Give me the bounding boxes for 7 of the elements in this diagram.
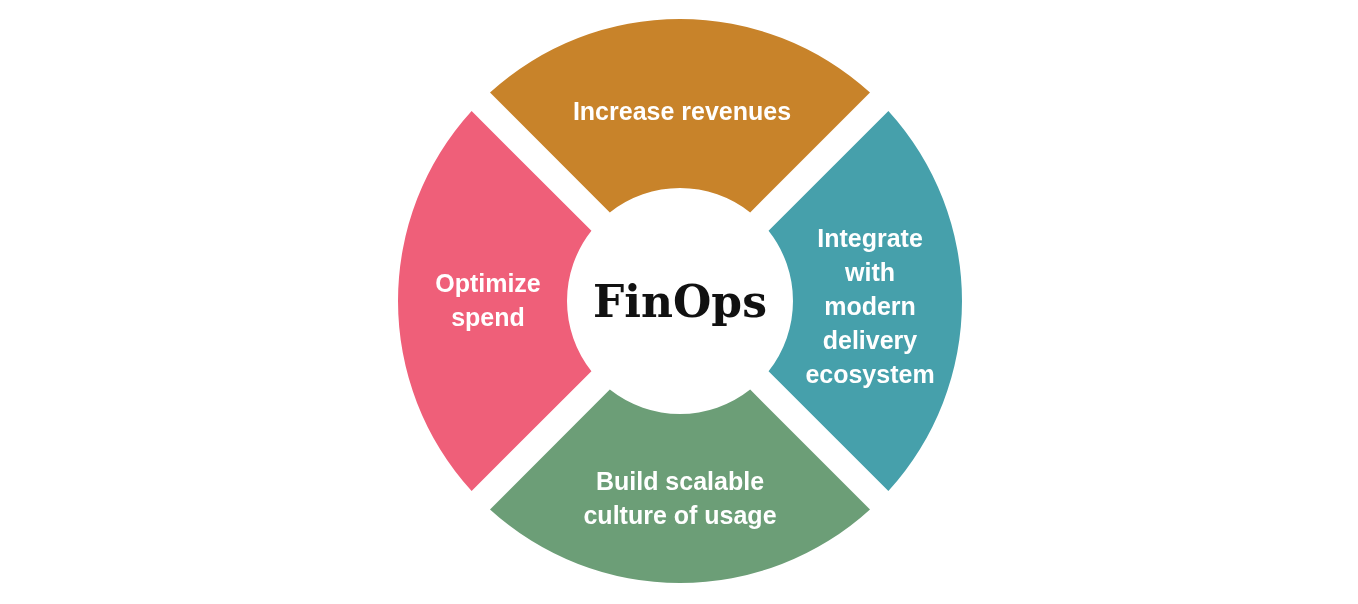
segment-label: Optimize spend bbox=[434, 268, 542, 333]
segment-label: Build scalable culture of usage bbox=[582, 466, 778, 531]
ring-segment bbox=[490, 19, 870, 213]
ring-segment bbox=[490, 389, 870, 583]
segment-label: Integrate with modern delivery ecosystem bbox=[804, 223, 936, 390]
segment-label: Increase revenues bbox=[572, 96, 792, 127]
center-title: FinOps bbox=[593, 275, 767, 327]
